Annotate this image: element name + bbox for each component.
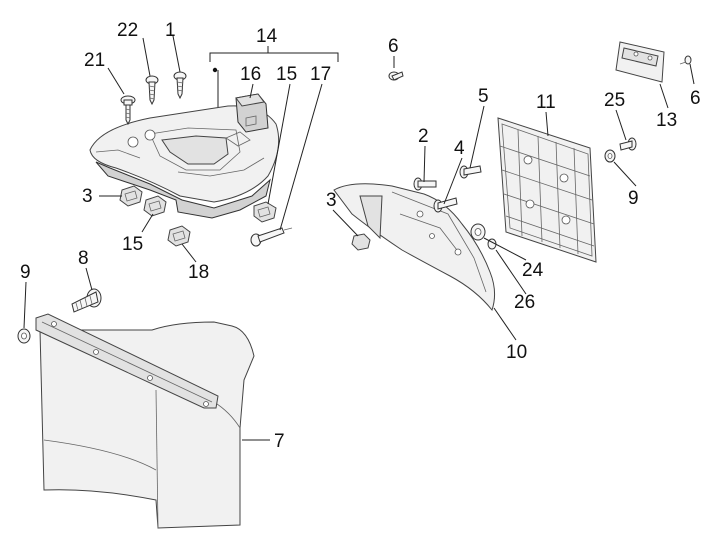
callout-16: 16 [240, 64, 261, 85]
leaders-bottom-left [23, 267, 270, 441]
leaders-right [332, 63, 695, 341]
clip-3-right [351, 233, 371, 251]
clip-15-right [253, 201, 277, 223]
screw-6-top [388, 56, 404, 81]
callout-15-left: 15 [122, 234, 143, 255]
mudflap-7 [35, 313, 255, 529]
callout-4: 4 [454, 138, 465, 159]
washer-9-right [604, 149, 616, 163]
bolt-8 [71, 288, 102, 313]
callout-7: 7 [274, 431, 285, 452]
callout-3-right: 3 [326, 190, 337, 211]
clip-15-left [143, 195, 167, 217]
callout-26: 26 [514, 292, 535, 313]
callout-5: 5 [478, 86, 489, 107]
screw-2 [413, 177, 437, 191]
callout-11: 11 [536, 92, 556, 113]
callout-3-left: 3 [82, 186, 93, 207]
callout-labels: 1 22 21 14 16 15 17 3 15 18 8 9 7 6 5 11… [20, 20, 701, 452]
screw-21 [120, 95, 136, 126]
washer-24 [470, 223, 486, 241]
callout-22: 22 [117, 20, 138, 41]
screw-4 [433, 197, 458, 213]
callout-8: 8 [78, 248, 89, 269]
callout-6-top: 6 [388, 36, 399, 57]
washer-9-left [17, 328, 31, 344]
callout-10: 10 [506, 342, 527, 363]
callout-14: 14 [256, 26, 278, 47]
clip-18 [167, 225, 191, 247]
screw-25 [619, 137, 637, 151]
clip-3-left [119, 185, 143, 207]
screw-1 [173, 71, 187, 100]
callout-17: 17 [310, 64, 331, 85]
callout-24: 24 [522, 260, 544, 281]
cover-10 [333, 183, 496, 312]
screw-6-right [679, 55, 692, 65]
screw-22 [145, 75, 159, 106]
rear-tray [89, 105, 280, 219]
callout-25: 25 [604, 90, 625, 111]
callout-2: 2 [418, 126, 429, 147]
leaders-top-left [99, 35, 323, 263]
callout-13: 13 [656, 110, 677, 131]
plate-holder-11 [497, 117, 597, 263]
callout-6-right: 6 [690, 88, 701, 109]
callout-1: 1 [165, 20, 176, 41]
callout-18: 18 [188, 262, 209, 283]
callout-9-left: 9 [20, 262, 31, 283]
callout-21: 21 [84, 50, 105, 71]
part-16-clip [235, 93, 269, 133]
plate-light-13 [615, 41, 665, 83]
callout-15-top: 15 [276, 64, 297, 85]
rivet-17 [250, 227, 293, 247]
screw-5 [459, 165, 482, 179]
callout-9-right: 9 [628, 188, 639, 209]
bullet-dot [212, 67, 218, 73]
